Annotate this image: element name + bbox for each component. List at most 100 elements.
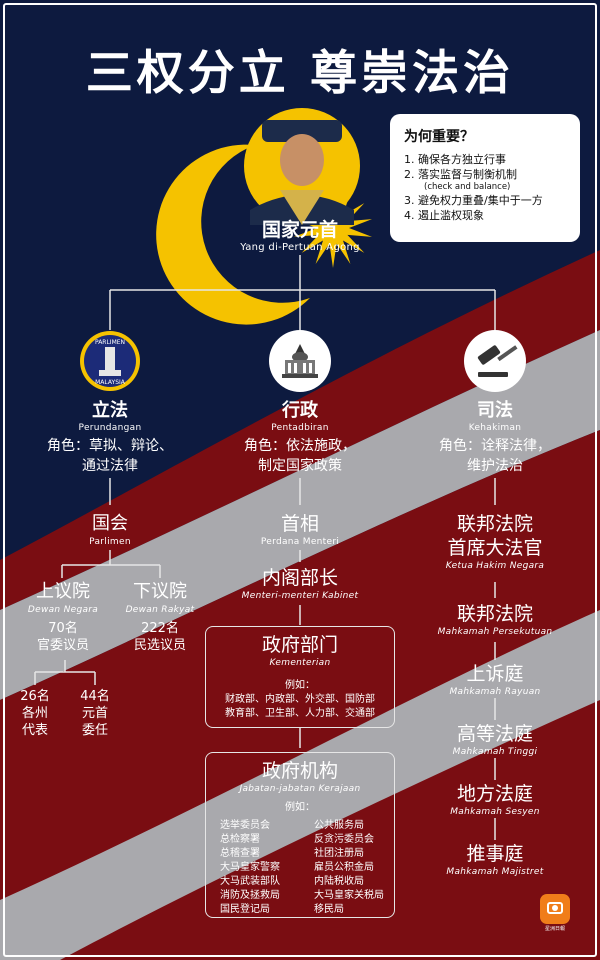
- agency-item: 公共服务局: [314, 820, 364, 831]
- court-sub: Mahkamah Persekutuan: [437, 627, 553, 637]
- parliament-node: 国会 Parlimen: [50, 512, 170, 548]
- chief-justice-line: 首席大法官: [447, 537, 543, 559]
- upper-house-name: 上议院: [36, 581, 90, 602]
- branch-legislative: 立法 Perundangan: [40, 400, 180, 434]
- branch-executive-name: 行政: [282, 400, 318, 421]
- senators-state-count: 26名: [20, 689, 50, 704]
- pm-node: 首相 Perdana Menteri: [220, 512, 380, 548]
- court-name: 联邦法院: [456, 603, 533, 625]
- court-sub: Mahkamah Majistret: [446, 867, 544, 877]
- why-list: 1. 确保各方独立行事 2. 落实监督与制衡机制 (check and bala…: [404, 152, 543, 223]
- lower-house-count: 222名: [141, 621, 179, 636]
- agencies-right-col: 公共服务局 反贪污委员会 社团注册局 雇员公积金局 内陆税收局 大马皇家关税局 …: [314, 819, 384, 917]
- agency-item: 社团注册局: [314, 848, 364, 859]
- high-court-node: 高等法庭 Mahkamah Tinggi: [420, 722, 570, 758]
- agency-item: 反贪污委员会: [314, 834, 374, 845]
- senators-appointed-line: 元首: [81, 706, 108, 721]
- cabinet-name: 内阁部长: [261, 567, 338, 589]
- role-line: 角色：依法施政，: [244, 438, 356, 454]
- court-name: 地方法庭: [456, 783, 533, 805]
- court-name: 上诉庭: [466, 663, 524, 685]
- why-item: 3. 避免权力重叠/集中于一方: [404, 194, 543, 207]
- role-line: 制定国家政策: [258, 458, 342, 474]
- agencies-panel: 政府机构 Jabatan-jabatan Kerajaan 例如： 选举委员会 …: [205, 752, 395, 918]
- camera-logo-icon: [540, 894, 570, 924]
- ministries-sub: Kementerian: [269, 658, 331, 668]
- ministries-name: 政府部门: [261, 634, 338, 656]
- agency-item: 大马皇家警察: [220, 862, 280, 873]
- parliament-badge-icon: PARLIMEN MALAYSIA: [79, 330, 141, 396]
- crescent-star-icon: [156, 144, 372, 325]
- senators-appointed-line: 委任: [81, 723, 108, 738]
- upper-house-node: 上议院 Dewan Negara 70名 官委议员: [18, 580, 108, 654]
- agencies-left-col: 选举委员会 总检察署 总稽查署 大马皇家警察 大马武装部队 消防及拯救局 国民登…: [220, 819, 280, 917]
- branch-executive: 行政 Pentadbiran: [230, 400, 370, 434]
- agency-item: 总稽查署: [220, 848, 260, 859]
- upper-house-sub: Dewan Negara: [27, 605, 99, 615]
- red-band-main: [0, 430, 600, 960]
- role-executive: 角色：依法施政， 制定国家政策: [215, 436, 385, 476]
- agencies-name: 政府机构: [261, 760, 338, 782]
- role-legislative: 角色：草拟、辩论、 通过法律: [30, 436, 190, 476]
- lower-house-desc: 民选议员: [133, 638, 186, 653]
- agency-item: 国民登记局: [220, 904, 270, 915]
- lower-house-node: 下议院 Dewan Rakyat 222名 民选议员: [112, 580, 208, 654]
- upper-house-desc: 官委议员: [36, 638, 89, 653]
- branch-legislative-sub: Perundangan: [78, 423, 142, 433]
- chief-justice-sub: Ketua Hakim Negara: [445, 561, 545, 571]
- why-item: 4. 遏止滥权现象: [404, 209, 484, 222]
- portrait-image: [244, 108, 360, 225]
- court-sub: Mahkamah Tinggi: [452, 747, 538, 757]
- gray-band-upper: [0, 330, 600, 700]
- pm-sub: Perdana Menteri: [260, 537, 340, 547]
- court-of-appeal-node: 上诉庭 Mahkamah Rayuan: [420, 662, 570, 698]
- ministries-line: 财政部、内政部、外交部、国防部: [225, 694, 375, 705]
- agencies-example-label: 例如：: [285, 802, 315, 813]
- court-name: 推事庭: [466, 843, 524, 865]
- senators-appointed-count: 44名: [80, 689, 110, 704]
- ministries-panel: 政府部门 Kementerian 例如： 财政部、内政部、外交部、国防部 教育部…: [205, 626, 395, 728]
- ministries-example-label: 例如：: [285, 680, 315, 691]
- why-item-note: (check and balance): [424, 182, 511, 192]
- role-line: 维护法治: [467, 458, 523, 474]
- chief-justice-node: 联邦法院 首席大法官 Ketua Hakim Negara: [420, 512, 570, 572]
- head-of-state-name: 国家元首: [261, 219, 338, 241]
- why-heading: 为何重要？: [404, 129, 474, 145]
- head-of-state: 国家元首 Yang di-Pertuan Agong: [200, 218, 400, 254]
- svg-text:PARLIMEN: PARLIMEN: [95, 339, 125, 346]
- lower-house-name: 下议院: [133, 581, 187, 602]
- sessions-court-node: 地方法庭 Mahkamah Sesyen: [420, 782, 570, 818]
- gray-band-lower: [0, 610, 600, 960]
- role-line: 通过法律: [82, 458, 138, 474]
- senators-state-line: 代表: [21, 723, 48, 738]
- branch-judiciary-sub: Kehakiman: [468, 423, 522, 433]
- upper-house-count: 70名: [48, 621, 78, 636]
- senators-appointed: 44名 元首 委任: [72, 688, 118, 739]
- court-sub: Mahkamah Rayuan: [449, 687, 541, 697]
- chief-justice-line: 联邦法院: [456, 513, 533, 535]
- why-important-panel: 为何重要？ 1. 确保各方独立行事 2. 落实监督与制衡机制 (check an…: [390, 114, 580, 242]
- parliament-sub: Parlimen: [89, 537, 131, 547]
- head-of-state-sub: Yang di-Pertuan Agong: [240, 242, 360, 253]
- agency-item: 选举委员会: [220, 820, 270, 831]
- gavel-icon: [464, 330, 526, 392]
- connectors: [34, 255, 496, 840]
- branch-judiciary: 司法 Kehakiman: [425, 400, 565, 434]
- agency-item: 移民局: [314, 904, 344, 915]
- government-building-icon: [269, 330, 331, 392]
- why-item: 2. 落实监督与制衡机制: [404, 168, 517, 181]
- agency-item: 总检察署: [220, 834, 260, 845]
- agency-item: 内陆税收局: [314, 876, 364, 887]
- agency-item: 雇员公积金局: [314, 862, 374, 873]
- agency-item: 大马武装部队: [220, 876, 280, 887]
- senators-state-line: 各州: [21, 706, 48, 721]
- role-line: 角色：诠释法律，: [439, 438, 551, 454]
- agencies-sub: Jabatan-jabatan Kerajaan: [239, 784, 361, 794]
- pm-name: 首相: [280, 513, 319, 535]
- senators-state: 26名 各州 代表: [12, 688, 58, 739]
- magistrate-court-node: 推事庭 Mahkamah Majistret: [420, 842, 570, 878]
- role-judiciary: 角色：诠释法律， 维护法治: [420, 436, 570, 476]
- logo-text: 星洲日報: [544, 926, 565, 932]
- federal-court-node: 联邦法院 Mahkamah Persekutuan: [420, 602, 570, 638]
- parliament-name: 国会: [92, 513, 128, 534]
